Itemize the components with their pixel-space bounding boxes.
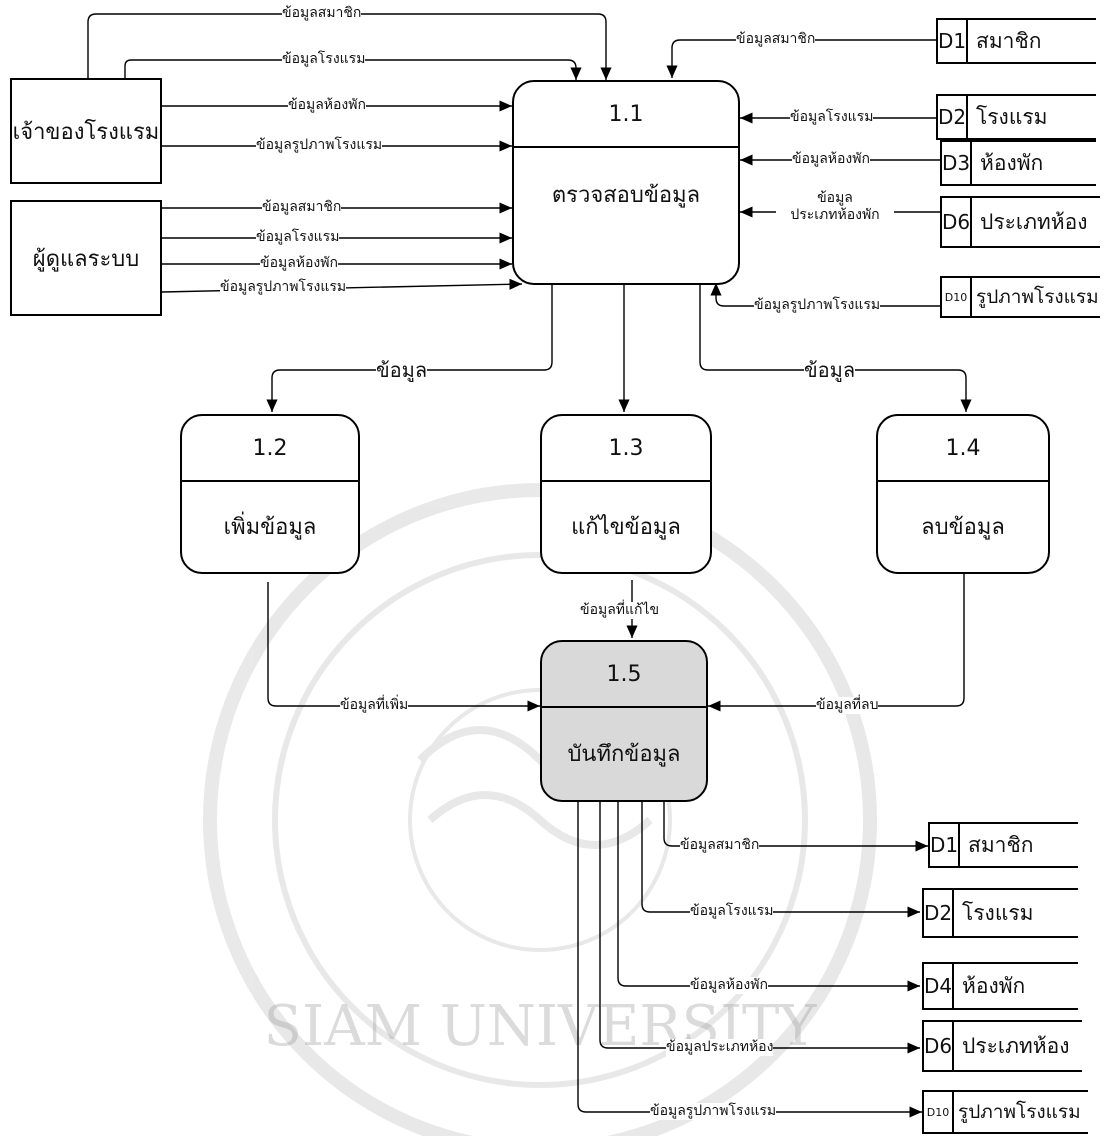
process-1-2-name: เพิ่มข้อมูล: [223, 514, 317, 540]
flow-out-member-label: ข้อมูลสมาชิก: [680, 837, 760, 854]
store-out-d4-name: ห้องพัก: [962, 973, 1026, 998]
flow-to-1-4-label: ข้อมูล: [804, 358, 856, 382]
store-in-d1-name: สมาชิก: [976, 28, 1042, 53]
flow-d6-roomtype-line1: ข้อมูล: [817, 190, 853, 206]
entity-hotel-owner: เจ้าของโรงแรม: [10, 78, 162, 184]
process-1-5-name: บันทึกข้อมูล: [567, 741, 681, 767]
store-in-d3-name: ห้องพัก: [980, 150, 1044, 175]
store-in-d3: D3 ห้องพัก: [940, 140, 1096, 186]
process-1-3: 1.3 แก้ไขข้อมูล: [540, 414, 712, 574]
process-1-2: 1.2 เพิ่มข้อมูล: [180, 414, 360, 574]
process-1-2-id: 1.2: [182, 416, 358, 482]
store-in-d3-id: D3: [942, 142, 972, 184]
store-out-d1: D1 สมาชิก: [928, 822, 1078, 868]
flow-d1-member-label: ข้อมูลสมาชิก: [736, 31, 816, 48]
store-in-d10-name: รูปภาพโรงแรม: [976, 286, 1099, 308]
store-in-d1-id: D1: [938, 20, 968, 62]
flow-owner-hotel-label: ข้อมูลโรงแรม: [282, 51, 366, 68]
flow-d6-roomtype-label: ข้อมูล ประเภทห้องพัก: [776, 190, 894, 224]
process-1-4-name: ลบข้อมูล: [921, 514, 1005, 540]
flow-admin-hotel-label: ข้อมูลโรงแรม: [256, 229, 340, 246]
store-out-d6-id: D6: [924, 1022, 954, 1070]
store-out-d10: D10 รูปภาพโรงแรม: [922, 1090, 1088, 1134]
store-out-d1-id: D1: [930, 824, 960, 866]
store-out-d4: D4 ห้องพัก: [922, 962, 1078, 1010]
flow-deleted-label: ข้อมูลที่ลบ: [816, 697, 879, 714]
process-1-1-name: ตรวจสอบข้อมูล: [551, 183, 701, 208]
process-1-5: 1.5 บันทึกข้อมูล: [540, 640, 708, 802]
store-out-d2-name: โรงแรม: [962, 900, 1034, 925]
flow-admin-image-label: ข้อมูลรูปภาพโรงแรม: [220, 279, 347, 296]
entity-hotel-owner-label: เจ้าของโรงแรม: [12, 119, 160, 145]
flow-d10-image-label: ข้อมูลรูปภาพโรงแรม: [754, 297, 881, 314]
store-in-d6-id: D6: [942, 198, 972, 246]
store-out-d10-id: D10: [924, 1092, 954, 1132]
entity-admin-label: ผู้ดูแลระบบ: [32, 246, 140, 272]
flow-owner-image-label: ข้อมูลรูปภาพโรงแรม: [256, 137, 383, 154]
store-out-d2-id: D2: [924, 890, 954, 936]
flow-out-image-label: ข้อมูลรูปภาพโรงแรม: [650, 1103, 777, 1120]
store-in-d2: D2 โรงแรม: [936, 94, 1096, 140]
flow-edited-label: ข้อมูลที่แก้ไข: [580, 602, 660, 619]
flow-owner-room-label: ข้อมูลห้องพัก: [288, 97, 366, 114]
process-1-3-name: แก้ไขข้อมูล: [571, 514, 681, 540]
store-out-d6: D6 ประเภทห้อง: [922, 1020, 1082, 1072]
flow-d6-roomtype-line2: ประเภทห้องพัก: [790, 207, 880, 223]
store-out-d2: D2 โรงแรม: [922, 888, 1078, 938]
flow-out-room-label: ข้อมูลห้องพัก: [690, 977, 768, 994]
flow-admin-member-label: ข้อมูลสมาชิก: [262, 199, 342, 216]
store-out-d1-name: สมาชิก: [968, 832, 1034, 857]
store-in-d2-id: D2: [938, 96, 968, 138]
store-in-d1: D1 สมาชิก: [936, 18, 1096, 64]
flow-out-roomtype-label: ข้อมูลประเภทห้อง: [666, 1039, 774, 1056]
flow-out-hotel-label: ข้อมูลโรงแรม: [690, 903, 774, 920]
flow-d3-room-label: ข้อมูลห้องพัก: [792, 151, 870, 168]
process-1-3-id: 1.3: [542, 416, 710, 482]
store-in-d6-name: ประเภทห้อง: [980, 209, 1088, 234]
store-out-d10-name: รูปภาพโรงแรม: [958, 1101, 1081, 1123]
store-in-d10: D10 รูปภาพโรงแรม: [940, 276, 1100, 318]
process-1-4: 1.4 ลบข้อมูล: [876, 414, 1050, 574]
process-1-1-id: 1.1: [514, 82, 738, 148]
store-in-d2-name: โรงแรม: [976, 104, 1048, 129]
store-in-d10-id: D10: [942, 278, 972, 316]
store-out-d6-name: ประเภทห้อง: [962, 1033, 1070, 1058]
process-1-5-id: 1.5: [542, 642, 706, 708]
flow-admin-room-label: ข้อมูลห้องพัก: [260, 255, 338, 272]
flow-owner-member-label: ข้อมูลสมาชิก: [282, 5, 362, 22]
store-out-d4-id: D4: [924, 964, 954, 1008]
store-in-d6: D6 ประเภทห้อง: [940, 196, 1100, 248]
process-1-1: 1.1 ตรวจสอบข้อมูล: [512, 80, 740, 285]
flow-d2-hotel-label: ข้อมูลโรงแรม: [790, 109, 874, 126]
process-1-4-id: 1.4: [878, 416, 1048, 482]
flow-added-label: ข้อมูลที่เพิ่ม: [340, 697, 409, 714]
flow-to-1-2-label: ข้อมูล: [376, 358, 428, 382]
entity-admin: ผู้ดูแลระบบ: [10, 200, 162, 316]
